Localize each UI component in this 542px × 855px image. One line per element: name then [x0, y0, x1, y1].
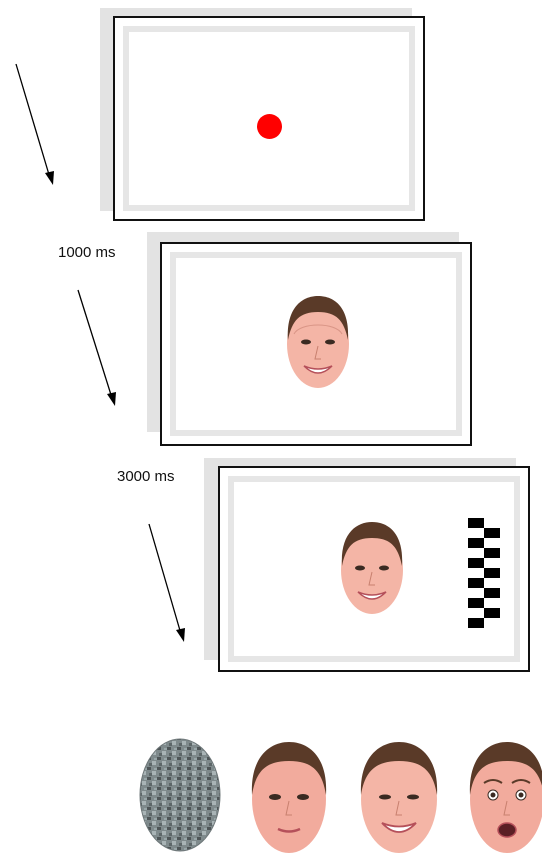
- arrow-1: [15, 63, 54, 185]
- checkerboard-probe: [468, 518, 500, 628]
- screen-3-face-probe: [218, 466, 530, 672]
- happy-face-image: [360, 742, 438, 853]
- arrow-3: [148, 523, 185, 642]
- face-duration-label: 3000 ms: [117, 468, 175, 485]
- scrambled-face-image: [139, 738, 221, 852]
- neutral-face-image: [251, 742, 327, 853]
- surprised-face-image: [469, 742, 542, 853]
- fixation-duration-label: 1000 ms: [58, 244, 116, 261]
- happy-face-image: [341, 522, 403, 614]
- screen-1-fixation: [113, 16, 425, 221]
- fixation-dot: [257, 114, 282, 139]
- arrow-2: [77, 289, 116, 406]
- screen-2-face: [160, 242, 472, 446]
- happy-face-image: [287, 296, 349, 388]
